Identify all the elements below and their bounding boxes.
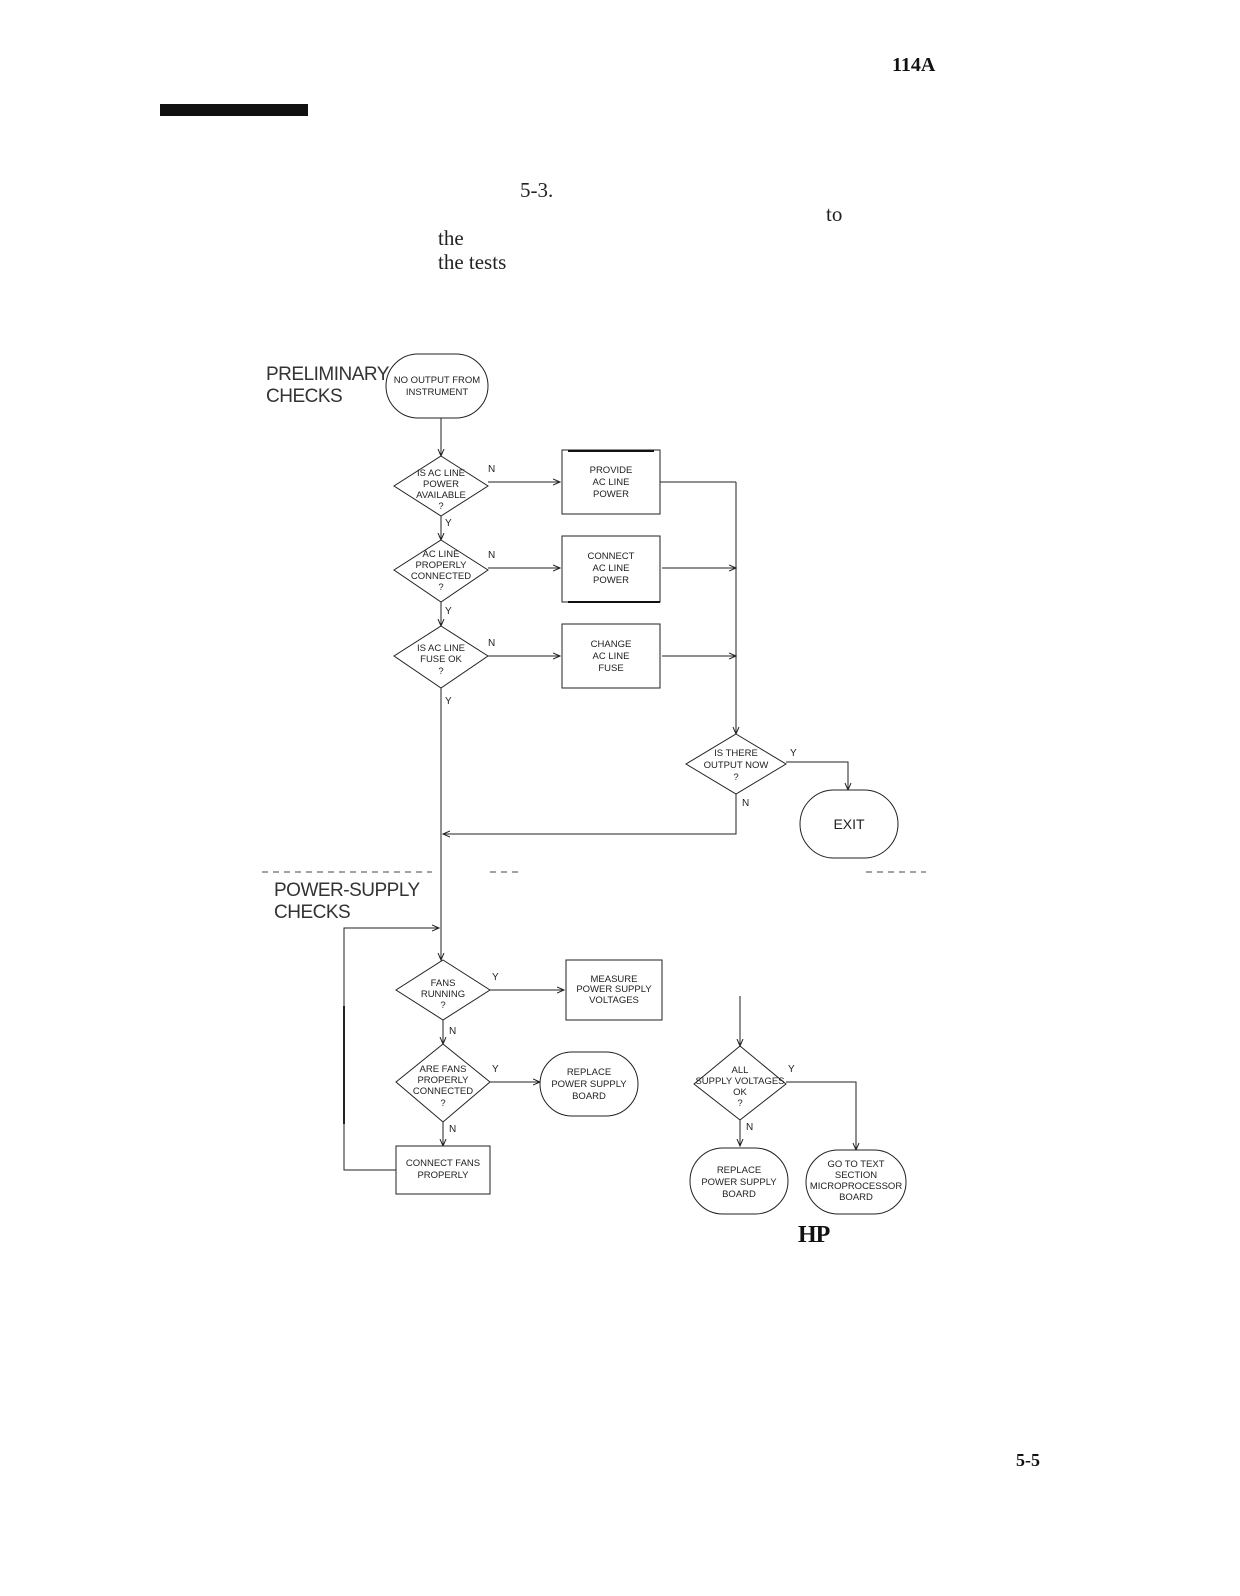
decision-fans-connected: ARE FANS PROPERLY CONNECTED ? [395,1043,491,1123]
svg-text:INSTRUMENT: INSTRUMENT [406,387,468,398]
no-label: N [742,798,749,809]
yes-label: Y [445,518,452,529]
svg-text:AC LINE: AC LINE [593,651,630,662]
yes-label: Y [492,972,499,983]
yes-label: Y [788,1064,795,1075]
svg-text:RUNNING: RUNNING [421,989,465,1000]
svg-text:FUSE OK: FUSE OK [420,654,462,665]
svg-text:?: ? [438,666,443,677]
svg-text:IS AC LINE: IS AC LINE [417,643,465,654]
svg-text:CONNECT FANS: CONNECT FANS [406,1158,480,1169]
box-connect-ac-power: CONNECT AC LINE POWER [561,535,661,603]
svg-text:POWER: POWER [423,479,459,490]
svg-text:POWER: POWER [593,575,629,586]
power-supply-checks-title: POWER-SUPPLY CHECKS [274,880,420,923]
no-label: N [488,638,495,649]
text-fragment-4: the tests [438,250,507,274]
text-fragment-1: 5-3. [520,178,554,202]
svg-text:IS THERE: IS THERE [714,748,758,759]
svg-text:NO OUTPUT FROM: NO OUTPUT FROM [394,375,480,386]
svg-text:POWER SUPPLY: POWER SUPPLY [551,1079,627,1090]
svg-text:CONNECT: CONNECT [588,551,635,562]
yes-label: Y [445,606,452,617]
svg-text:MEASURE: MEASURE [591,974,638,985]
svg-text:SUPPLY VOLTAGES: SUPPLY VOLTAGES [695,1076,784,1087]
svg-text:GO TO TEXT: GO TO TEXT [827,1159,884,1170]
svg-text:?: ? [440,1000,445,1011]
svg-text:PROVIDE: PROVIDE [590,465,633,476]
page-number: 5-5 [1016,1450,1040,1470]
svg-text:ALL: ALL [732,1065,749,1076]
decision-ac-power-available: IS AC LINE POWER AVAILABLE ? [393,455,489,517]
svg-text:AC LINE: AC LINE [593,563,630,574]
terminal-replace-power-supply-2: REPLACE POWER SUPPLY BOARD [689,1147,789,1215]
svg-text:OUTPUT NOW: OUTPUT NOW [704,760,769,771]
svg-text:?: ? [733,772,738,783]
svg-text:OK: OK [733,1087,747,1098]
yes-label: Y [445,696,452,707]
yes-label: Y [790,748,797,759]
terminal-goto-microprocessor: GO TO TEXT SECTION MICROPROCESSOR BOARD [805,1149,907,1215]
svg-text:ARE FANS: ARE FANS [420,1064,467,1075]
yes-label: Y [492,1064,499,1075]
svg-text:POWER SUPPLY: POWER SUPPLY [701,1177,777,1188]
svg-text:CONNECTED: CONNECTED [413,1086,473,1097]
svg-text:POWER SUPPLY: POWER SUPPLY [576,984,652,995]
svg-text:AC LINE: AC LINE [593,477,630,488]
svg-text:?: ? [438,582,443,593]
box-provide-ac-power: PROVIDE AC LINE POWER [561,449,661,515]
no-label: N [449,1026,456,1037]
svg-text:IS AC LINE: IS AC LINE [417,468,465,479]
svg-text:CHANGE: CHANGE [591,639,632,650]
svg-text:?: ? [737,1098,742,1109]
decision-ac-line-connected: AC LINE PROPERLY CONNECTED ? [393,539,489,603]
no-label: N [449,1124,456,1135]
start-terminal: NO OUTPUT FROM INSTRUMENT [385,353,489,419]
header-rule [160,104,308,116]
svg-text:?: ? [440,1098,445,1109]
svg-text:MICROPROCESSOR: MICROPROCESSOR [810,1181,903,1192]
box-connect-fans: CONNECT FANS PROPERLY [395,1145,491,1195]
svg-text:PROPERLY: PROPERLY [417,1075,469,1086]
hp-logo: HP [798,1222,830,1248]
svg-text:FUSE: FUSE [598,663,623,674]
terminal-replace-power-supply-1: REPLACE POWER SUPPLY BOARD [539,1051,639,1117]
svg-text:?: ? [438,501,443,512]
svg-text:REPLACE: REPLACE [567,1067,611,1078]
text-fragment-2: to [826,202,843,226]
svg-text:AC LINE: AC LINE [423,549,460,560]
svg-text:AVAILABLE: AVAILABLE [416,490,466,501]
model-number: 114A [892,54,936,76]
no-label: N [746,1122,753,1133]
decision-fuse-ok: IS AC LINE FUSE OK ? [393,625,489,689]
box-change-fuse: CHANGE AC LINE FUSE [561,623,661,689]
decision-fans-running: FANS RUNNING ? [395,959,491,1021]
svg-text:PROPERLY: PROPERLY [415,560,467,571]
connector-lines [343,418,856,1171]
svg-text:POWER: POWER [593,489,629,500]
svg-text:EXIT: EXIT [833,816,865,832]
svg-text:BOARD: BOARD [572,1091,606,1102]
decision-supply-voltages-ok: ALL SUPPLY VOLTAGES OK ? [693,1045,787,1121]
text-fragment-3: the [438,226,464,250]
svg-text:VOLTAGES: VOLTAGES [589,995,639,1006]
svg-text:CONNECTED: CONNECTED [411,571,471,582]
svg-text:PROPERLY: PROPERLY [417,1170,469,1181]
svg-text:REPLACE: REPLACE [717,1165,761,1176]
svg-text:BOARD: BOARD [839,1192,873,1203]
decision-output-now: IS THERE OUTPUT NOW ? [685,733,787,795]
no-label: N [488,464,495,475]
exit-terminal: EXIT [799,789,899,859]
svg-text:BOARD: BOARD [722,1189,756,1200]
box-measure-voltages: MEASURE POWER SUPPLY VOLTAGES [565,959,663,1021]
no-label: N [488,550,495,561]
preliminary-checks-title: PRELIMINARY CHECKS [266,364,389,407]
svg-text:SECTION: SECTION [835,1170,877,1181]
svg-text:FANS: FANS [431,978,456,989]
